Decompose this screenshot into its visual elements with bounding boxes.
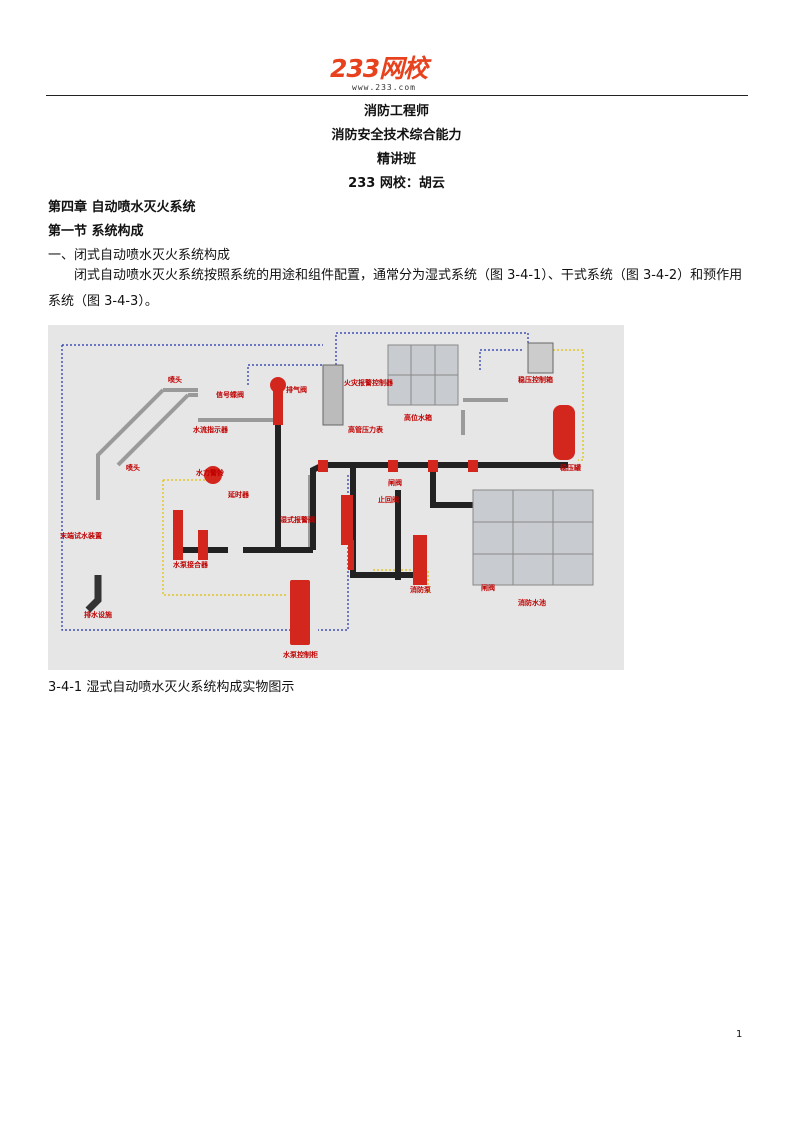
label-flow-indicator: 水流指示器 [193,425,229,434]
logo-url: www.233.com [352,83,416,92]
label-check-valve: 止回阀 [378,495,399,504]
page-number: 1 [736,1029,743,1040]
section-heading: 第一节 系统构成 [48,224,144,239]
logo-text: 233网校 [330,54,428,83]
label-gate-valve-2: 闸阀 [481,583,495,592]
label-high-gauge: 高管压力表 [348,425,384,434]
label-wet-alarm: 湿式报警阀 [280,515,315,524]
doc-title-3: 精讲班 [376,152,416,167]
label-gate-valve: 闸阀 [388,478,402,487]
wet-system-diagram: 喷头 信号蝶阀 排气阀 火灾报警控制器 高位水箱 稳压控制箱 水流指示器 高管压… [48,325,624,670]
label-exhaust-valve: 排气阀 [286,385,307,394]
system-figure: 喷头 信号蝶阀 排气阀 火灾报警控制器 高位水箱 稳压控制箱 水流指示器 高管压… [48,325,624,670]
body-paragraph: 闭式自动喷水灭火系统按照系统的用途和组件配置，通常分为湿式系统（图 3-4-1）… [48,263,748,315]
paragraph-text: 闭式自动喷水灭火系统按照系统的用途和组件配置，通常分为湿式系统（图 3-4-1）… [48,268,743,309]
subsection-heading: 一、闭式自动喷水灭火系统构成 [48,248,231,263]
label-high-tank: 高位水箱 [404,413,432,422]
label-fire-pool: 消防水池 [518,598,546,607]
label-water-bell: 水力警铃 [196,468,224,477]
figure-caption: 3-4-1 湿式自动喷水灭火系统构成实物图示 [48,680,295,695]
label-sprinkler-top: 喷头 [168,375,182,384]
label-pump-adapter: 水泵接合器 [173,560,209,569]
label-drain: 排水设施 [84,610,112,619]
chapter-heading: 第四章 自动喷水灭火系统 [48,200,196,215]
label-sprinkler-mid: 喷头 [126,463,140,472]
header-rule [46,95,748,96]
label-delay: 延时器 [227,490,250,499]
label-signal-valve: 信号蝶阀 [216,390,244,399]
brand-logo: 233网校 www.233.com [330,55,465,93]
label-stabilizer-tank: 稳压罐 [560,463,581,472]
doc-title-4: 233 网校：胡云 [348,176,445,191]
label-stabilizer-ctrl: 稳压控制箱 [518,375,553,384]
label-end-test: 末端试水装置 [60,531,102,540]
label-fire-panel: 火灾报警控制器 [344,378,394,387]
label-pump-cabinet: 水泵控制柜 [283,650,318,659]
doc-title-1: 消防工程师 [363,104,429,119]
label-fire-pump: 消防泵 [410,585,431,594]
doc-title-2: 消防安全技术综合能力 [331,128,462,143]
